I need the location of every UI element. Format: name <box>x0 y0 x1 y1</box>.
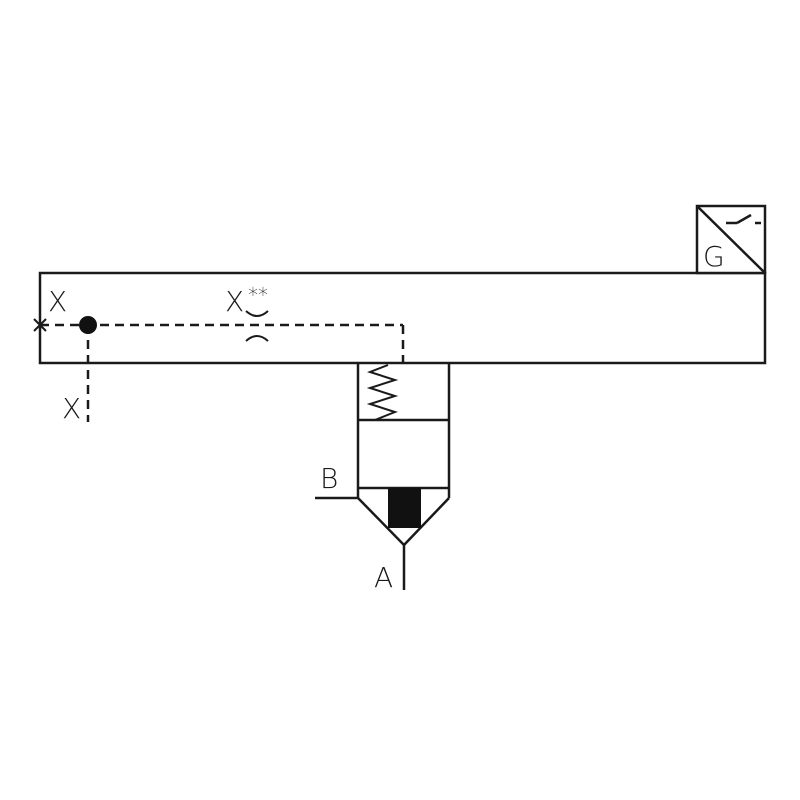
plug-cross-icon <box>33 318 47 332</box>
port-b-label: B <box>320 462 338 495</box>
orifice-icon <box>245 310 269 342</box>
pilot-line <box>40 323 405 422</box>
junction-dot-icon <box>79 316 97 334</box>
orifice-label: X <box>225 285 244 318</box>
port-x-top-label: X <box>48 285 67 318</box>
port-x-bottom-label: X <box>62 392 81 425</box>
cartridge-valve <box>356 363 451 546</box>
switch-label: G <box>703 240 725 273</box>
orifice-label-superscript: ** <box>248 283 268 307</box>
control-cover-rectangle <box>38 271 767 365</box>
port-a-label: A <box>374 561 393 594</box>
pressure-switch-icon <box>695 204 767 275</box>
spring-icon <box>366 364 399 421</box>
poppet-block-icon <box>388 488 421 528</box>
